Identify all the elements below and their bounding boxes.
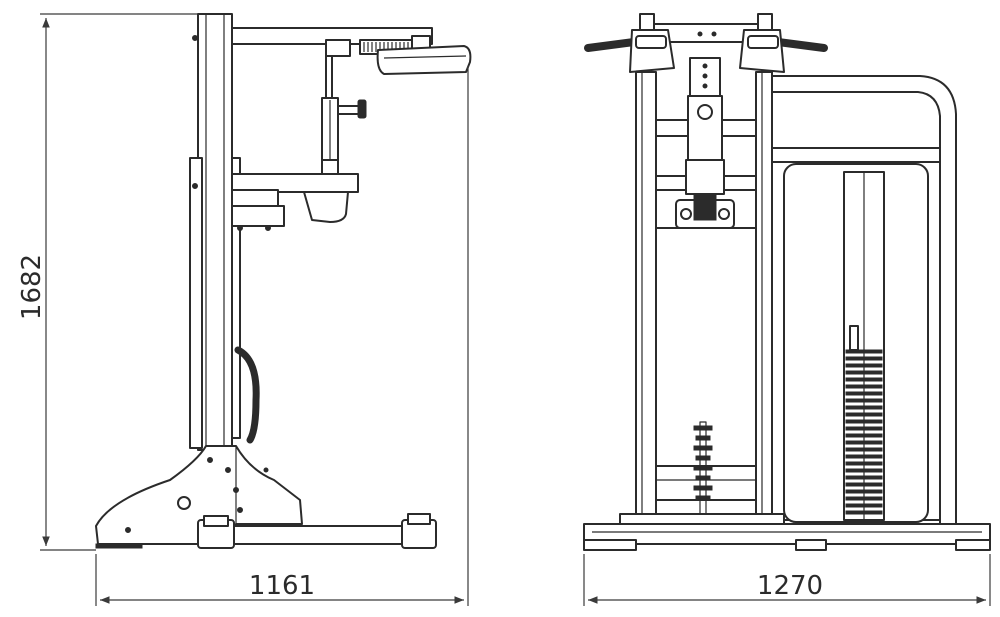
- front-right-frame: [771, 75, 957, 529]
- height-dimension-label: 1682: [17, 254, 47, 320]
- front-view: [583, 13, 991, 551]
- front-base: [583, 513, 991, 551]
- side-depth-label: 1161: [249, 571, 315, 601]
- side-top-arm: [231, 27, 472, 75]
- front-width-dimension: 1270: [583, 554, 991, 606]
- side-depth-dimension: 1161: [95, 66, 469, 606]
- side-middle-platform: [231, 173, 359, 231]
- side-handle: [234, 346, 260, 444]
- side-upright-column: [189, 13, 241, 451]
- side-base-gusset: [95, 445, 303, 545]
- side-view: [95, 13, 472, 549]
- front-weight-plates: [845, 325, 883, 515]
- front-lower-stack: [693, 421, 713, 517]
- height-dimension: 1682: [17, 13, 200, 551]
- front-center-mechanism: [675, 57, 735, 229]
- front-top-handles: [584, 13, 828, 73]
- side-base-rail: [95, 513, 437, 549]
- side-adjuster-rod: [321, 55, 367, 179]
- front-width-label: 1270: [757, 571, 823, 601]
